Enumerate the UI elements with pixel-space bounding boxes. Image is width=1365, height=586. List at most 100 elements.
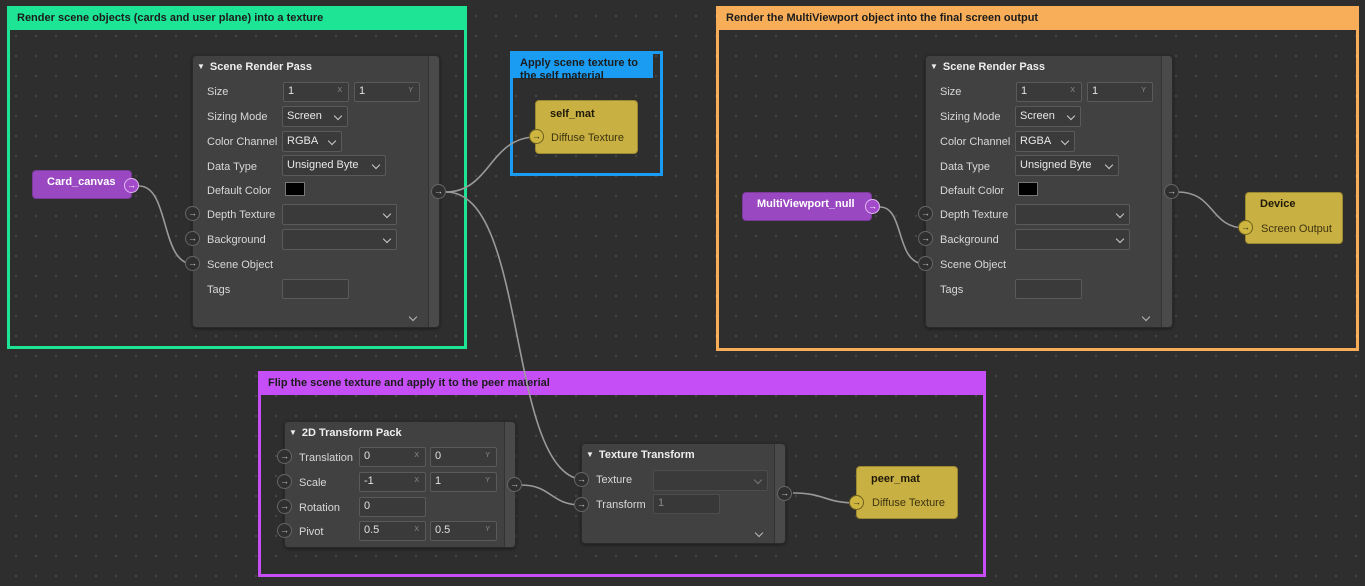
triangle-down-icon[interactable]: ▼ <box>197 62 205 71</box>
chevron-down-icon <box>333 111 343 121</box>
chevron-down-icon[interactable] <box>408 312 418 322</box>
group-flip-peer[interactable]: Flip the scene texture and apply it to t… <box>258 371 986 577</box>
chevron-down-icon[interactable] <box>1141 312 1151 322</box>
default-color-swatch[interactable] <box>1018 182 1038 196</box>
transform-port-arrow-icon[interactable]: → <box>574 497 589 512</box>
triangle-down-icon[interactable]: ▼ <box>289 428 297 437</box>
group-apply-self[interactable]: Apply scene texture to the self material <box>510 51 663 176</box>
sizing-mode-select[interactable]: Screen <box>282 106 348 127</box>
color-channel-select[interactable]: RGBA <box>1015 131 1075 152</box>
output-port-arrow-icon[interactable]: → <box>431 184 446 199</box>
group-render-multiviewport[interactable]: Render the MultiViewport object into the… <box>716 6 1359 351</box>
data-type-select[interactable]: Unsigned Byte <box>282 155 386 176</box>
texture-transform-node[interactable]: ▼ Texture Transform Texture Transform 1 <box>581 443 786 544</box>
chevron-down-icon <box>753 475 763 485</box>
chevron-down-icon[interactable] <box>754 528 764 538</box>
texture-port-arrow-icon[interactable]: → <box>574 472 589 487</box>
tags-label: Tags <box>940 284 964 296</box>
diffuse-texture-label: Diffuse Texture <box>551 132 624 144</box>
group-render-scene[interactable]: Render scene objects (cards and user pla… <box>7 6 467 349</box>
output-port-arrow-icon[interactable]: → <box>507 477 522 492</box>
color-channel-select[interactable]: RGBA <box>282 131 342 152</box>
sizing-mode-label: Sizing Mode <box>207 111 268 123</box>
axis-suffix: Y <box>485 452 490 459</box>
group-title: Apply scene texture to the self material <box>513 54 653 82</box>
group-title: Render the MultiViewport object into the… <box>719 9 1356 30</box>
scene-object-port-arrow-icon[interactable]: → <box>185 256 200 271</box>
tags-input[interactable] <box>282 279 349 299</box>
diffuse-texture-port-arrow-icon[interactable]: → <box>849 495 864 510</box>
pivot-port-arrow-icon[interactable]: → <box>277 523 292 538</box>
multiviewport-output-port-arrow-icon[interactable]: → <box>865 199 880 214</box>
rotation-port-arrow-icon[interactable]: → <box>277 499 292 514</box>
transform-input[interactable]: 1 <box>653 494 720 514</box>
output-port-arrow-icon[interactable]: → <box>1164 184 1179 199</box>
default-color-swatch[interactable] <box>285 182 305 196</box>
card-canvas-node[interactable]: Card_canvas <box>32 170 132 199</box>
scene-object-port-arrow-icon[interactable]: → <box>918 256 933 271</box>
depth-texture-port-arrow-icon[interactable]: → <box>185 206 200 221</box>
output-port-arrow-icon[interactable]: → <box>777 486 792 501</box>
triangle-down-icon[interactable]: ▼ <box>930 62 938 71</box>
default-color-label: Default Color <box>940 185 1005 197</box>
multiviewport-null-node[interactable]: MultiViewport_null <box>742 192 872 221</box>
depth-texture-select[interactable] <box>1015 204 1130 225</box>
axis-suffix: Y <box>1141 87 1146 94</box>
axis-suffix: X <box>1070 87 1075 94</box>
value: 1 <box>288 85 295 97</box>
node-title[interactable]: ▼2D Transform Pack <box>289 427 402 439</box>
value: 0.5 <box>364 524 380 536</box>
background-select[interactable] <box>1015 229 1130 250</box>
chevron-down-icon <box>1066 111 1076 121</box>
chevron-down-icon <box>1115 234 1125 244</box>
depth-texture-port-arrow-icon[interactable]: → <box>918 206 933 221</box>
scale-port-arrow-icon[interactable]: → <box>277 474 292 489</box>
data-type-select[interactable]: Unsigned Byte <box>1015 155 1119 176</box>
rotation-input[interactable]: 0 <box>359 497 426 517</box>
background-port-arrow-icon[interactable]: → <box>918 231 933 246</box>
data-type-label: Data Type <box>940 161 990 173</box>
sizing-mode-select[interactable]: Screen <box>1015 106 1081 127</box>
peer-mat-node[interactable]: peer_mat Diffuse Texture <box>856 466 958 519</box>
chevron-down-icon <box>382 234 392 244</box>
translation-label: Translation <box>299 452 354 464</box>
background-port-arrow-icon[interactable]: → <box>185 231 200 246</box>
translation-port-arrow-icon[interactable]: → <box>277 449 292 464</box>
node-title-text: Texture Transform <box>598 449 695 461</box>
pivot-label: Pivot <box>299 526 324 538</box>
rotation-label: Rotation <box>299 502 340 514</box>
depth-texture-select[interactable] <box>282 204 397 225</box>
texture-select[interactable] <box>653 470 768 491</box>
screen-output-port-arrow-icon[interactable]: → <box>1238 220 1253 235</box>
device-node[interactable]: Device Screen Output <box>1245 192 1343 244</box>
node-title[interactable]: ▼Scene Render Pass <box>930 61 1045 73</box>
node-label: Card_canvas <box>47 176 116 188</box>
triangle-down-icon[interactable]: ▼ <box>586 450 594 459</box>
size-label: Size <box>940 86 962 98</box>
card-canvas-output-port-arrow-icon[interactable]: → <box>124 178 139 193</box>
self-mat-node[interactable]: self_mat Diffuse Texture <box>535 100 638 154</box>
transform-label: Transform <box>596 499 646 511</box>
node-title[interactable]: ▼Scene Render Pass <box>197 61 312 73</box>
tags-input[interactable] <box>1015 279 1082 299</box>
node-title[interactable]: ▼ Texture Transform <box>586 449 695 461</box>
background-select[interactable] <box>282 229 397 250</box>
background-label: Background <box>940 234 999 246</box>
depth-texture-label: Depth Texture <box>940 209 1009 221</box>
node-label: MultiViewport_null <box>757 198 855 210</box>
data-type-label: Data Type <box>207 161 257 173</box>
diffuse-texture-port-arrow-icon[interactable]: → <box>529 129 544 144</box>
